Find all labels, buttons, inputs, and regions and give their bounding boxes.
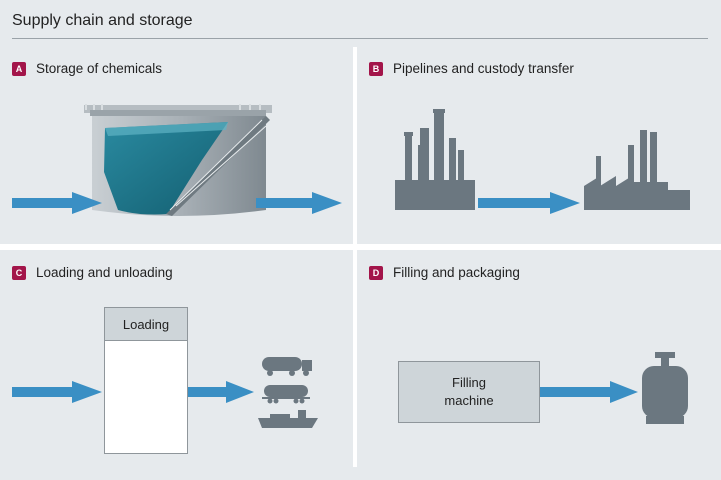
filling-arrow-d: [540, 381, 638, 403]
loading-box-label: Loading: [104, 307, 188, 341]
filling-machine-box: Filling machine: [398, 361, 540, 423]
section-d-label: Filling and packaging: [393, 265, 520, 280]
title-divider: [12, 38, 708, 39]
section-b-header: B Pipelines and custody transfer: [369, 61, 574, 76]
outflow-arrow-a: [256, 192, 342, 214]
tanker-truck-icon: [262, 357, 312, 376]
filling-box-line2: machine: [444, 393, 494, 408]
section-a-badge: A: [12, 61, 26, 76]
section-b-label: Pipelines and custody transfer: [393, 61, 574, 76]
filling-box-line1: Filling: [452, 375, 486, 390]
section-d-header: D Filling and packaging: [369, 265, 520, 280]
rail-tank-car-icon: [262, 385, 310, 404]
factory-icon: [584, 130, 690, 210]
vertical-divider: [353, 47, 357, 467]
section-b-badge: B: [369, 61, 383, 76]
gas-cylinder-icon: [642, 352, 688, 424]
diagram-title: Supply chain and storage: [12, 12, 193, 29]
section-c-badge: C: [12, 265, 26, 280]
pipeline-arrow-b: [478, 192, 580, 214]
outflow-arrow-c: [188, 381, 254, 403]
inflow-arrow-a: [12, 192, 102, 214]
section-c-header: C Loading and unloading: [12, 265, 173, 280]
section-a-label: Storage of chemicals: [36, 61, 163, 76]
refinery-icon: [395, 109, 475, 210]
section-c-label: Loading and unloading: [36, 265, 173, 280]
horizontal-divider: [0, 244, 721, 250]
storage-tank-icon: [84, 104, 272, 216]
tanker-ship-icon: [258, 410, 318, 428]
section-a-header: A Storage of chemicals: [12, 61, 162, 76]
inflow-arrow-c: [12, 381, 102, 403]
section-d-badge: D: [369, 265, 383, 280]
